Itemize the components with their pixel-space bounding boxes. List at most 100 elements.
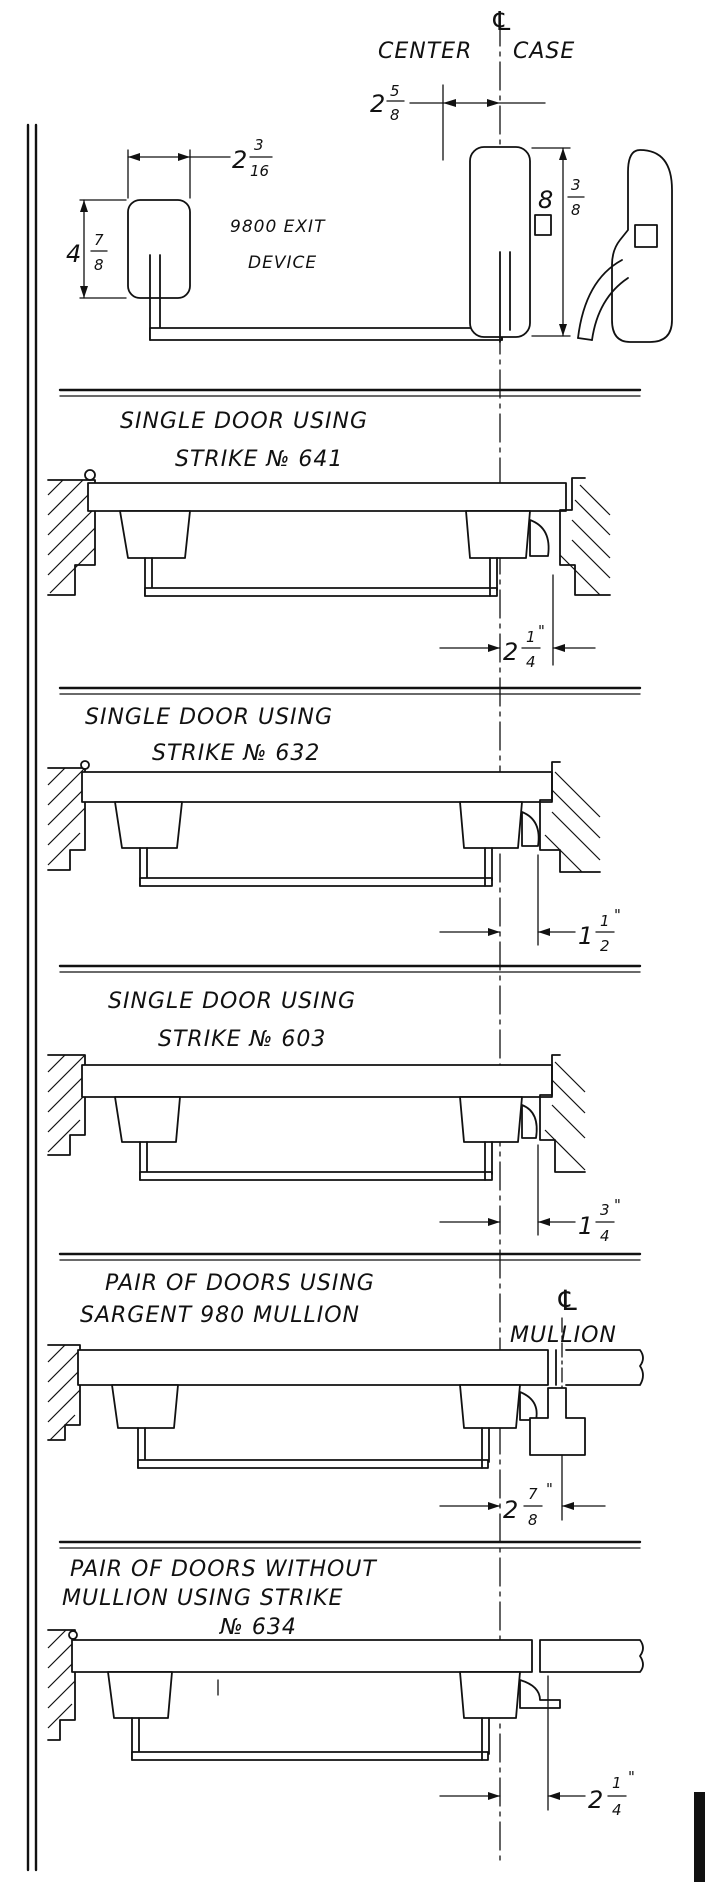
mullion-centerline-symbol: ℄ — [555, 1284, 580, 1317]
door-leaf — [81, 771, 553, 803]
section-title-line1: SINGLE DOOR USING — [108, 989, 356, 1014]
strike-latch — [519, 1391, 538, 1421]
arrow-icon — [548, 1792, 560, 1800]
latch-bolt — [534, 214, 552, 236]
side-profile-window — [634, 224, 658, 248]
dim-num: 7 — [528, 1485, 538, 1503]
end-cap-left — [114, 1096, 181, 1143]
dim-left-height-den: 8 — [94, 256, 104, 274]
dim-num: 1 — [612, 1774, 622, 1792]
push-bar — [139, 1171, 493, 1181]
arrow-icon — [538, 1218, 550, 1226]
left-jamb — [47, 767, 86, 871]
dim-inch: " — [614, 1196, 621, 1214]
section-title-line2: SARGENT 980 MULLION — [80, 1303, 360, 1328]
arrow-icon — [488, 1792, 500, 1800]
dim-whole: 2 — [503, 638, 518, 666]
arrow-icon — [559, 148, 567, 160]
jamb-hatch — [544, 771, 601, 873]
right-jamb — [539, 1054, 586, 1173]
end-cap-right — [459, 1384, 521, 1429]
end-cap-left — [107, 1671, 173, 1719]
section-strike-641: SINGLE DOOR USING STRIKE № 641 2 — [47, 388, 642, 671]
dim-whole: 1 — [578, 922, 593, 950]
dim-whole: 1 — [578, 1212, 593, 1240]
section-title-line2: STRIKE № 632 — [152, 741, 320, 766]
arrow-icon — [443, 99, 456, 107]
dim-offset-den: 8 — [390, 106, 400, 124]
jamb-hatch — [47, 1344, 81, 1441]
strike-latch — [529, 519, 550, 557]
dim-left-width-num: 3 — [254, 136, 264, 154]
dim-offset-num: 5 — [390, 82, 400, 100]
arrow-icon — [562, 1502, 574, 1510]
end-cap-left — [119, 510, 191, 559]
door-leaf — [77, 1349, 549, 1386]
center-label: CENTER — [378, 39, 472, 64]
push-bar — [131, 1751, 489, 1761]
end-cap-right — [459, 801, 523, 849]
hinge-icon — [80, 760, 90, 770]
strike-latch — [521, 1104, 538, 1139]
arrow-icon — [538, 928, 550, 936]
right-jamb — [559, 477, 611, 596]
dim-den: 2 — [600, 937, 610, 955]
dim-inch: " — [546, 1480, 553, 1498]
left-end-cap — [127, 199, 191, 299]
left-jamb — [47, 1344, 81, 1441]
jamb-hatch — [47, 767, 86, 866]
section-980-mullion: PAIR OF DOORS USING SARGENT 980 MULLION … — [47, 1252, 644, 1529]
strike-latch — [521, 811, 540, 847]
dim-case-height-whole: 8 — [538, 186, 553, 214]
arrow-icon — [488, 1502, 500, 1510]
side-profile-arm-end — [577, 337, 593, 341]
strike-latch — [519, 1679, 561, 1709]
door-leaf — [81, 1064, 553, 1098]
section-title-line1: SINGLE DOOR USING — [120, 409, 368, 434]
jamb-hatch — [47, 1054, 86, 1153]
section-title-line2: STRIKE № 603 — [158, 1027, 326, 1052]
arrow-icon — [80, 286, 88, 298]
dim-den: 8 — [528, 1511, 538, 1529]
push-bar — [144, 587, 498, 597]
right-jamb — [539, 761, 601, 873]
jamb-hatch — [47, 1629, 76, 1729]
mullion-label: MULLION — [510, 1323, 617, 1348]
dim-offset-whole: 2 — [370, 90, 385, 118]
left-jamb — [47, 1054, 86, 1156]
end-cap-right — [459, 1096, 523, 1143]
dim-num: 3 — [600, 1201, 610, 1219]
hinge-icon — [68, 1630, 78, 1640]
arrow-icon — [559, 324, 567, 336]
dim-case-height-den: 8 — [571, 201, 581, 219]
end-cap-right — [465, 510, 531, 559]
device-label-line1: 9800 EXIT — [230, 217, 326, 237]
dim-den: 4 — [612, 1801, 622, 1819]
push-bar — [149, 327, 503, 341]
dim-whole: 2 — [588, 1786, 603, 1814]
section-title-line2: MULLION USING STRIKE — [62, 1586, 343, 1611]
dim-den: 4 — [526, 653, 536, 671]
dim-num: 1 — [526, 628, 536, 646]
dim-inch: " — [538, 622, 545, 640]
side-profile-arm — [591, 277, 629, 341]
arrow-icon — [488, 1218, 500, 1226]
dim-left-width-whole: 2 — [232, 146, 247, 174]
case-label: CASE — [513, 39, 575, 64]
arrow-icon — [488, 644, 500, 652]
section-title-line1: PAIR OF DOORS WITHOUT — [70, 1557, 377, 1582]
arrow-icon — [128, 153, 140, 161]
section-title-line3: № 634 — [219, 1615, 297, 1640]
door-leaf-right — [539, 1639, 644, 1673]
arrow-icon — [488, 928, 500, 936]
dim-num: 1 — [600, 912, 610, 930]
door-leaf-right — [565, 1349, 644, 1386]
dim-left-height-num: 7 — [94, 231, 104, 249]
arrow-icon — [80, 200, 88, 212]
door-leaf — [71, 1639, 533, 1673]
jamb-hatch — [544, 1061, 586, 1171]
end-cap-left — [111, 1384, 179, 1429]
arrow-icon — [553, 644, 565, 652]
dim-left-height-whole: 4 — [66, 240, 81, 268]
